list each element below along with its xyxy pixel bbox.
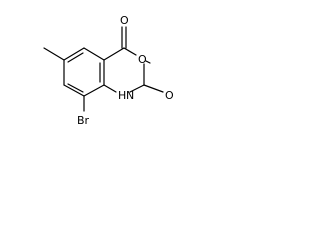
bond-c5-c6 bbox=[63, 47, 85, 61]
structure-diagram: O O O H N Br bbox=[43, 14, 174, 127]
atom-nitrogen: N bbox=[126, 89, 134, 102]
bond-c7-c8-inner bbox=[67, 83, 84, 93]
bond-c5-c6-inner bbox=[67, 52, 84, 63]
atom-oxygen-hydroxyl: O bbox=[165, 89, 174, 102]
bond-c7-c8 bbox=[63, 84, 85, 97]
bond-c4a-c4 bbox=[103, 47, 125, 61]
atom-labels: O O O H N Br bbox=[77, 14, 174, 127]
bond-c2-n1 bbox=[129, 84, 145, 93]
bond-c2-o-exo bbox=[143, 84, 164, 93]
bond-c4a-c5 bbox=[83, 47, 105, 61]
atom-oxygen-carbonyl: O bbox=[120, 14, 129, 27]
bond-n1-c8a bbox=[103, 84, 117, 93]
atom-bromine: Br bbox=[77, 114, 90, 127]
atom-oxygen-ring: O bbox=[138, 53, 147, 66]
bond-methyl bbox=[43, 47, 65, 61]
bond-o3-c2 bbox=[145, 60, 151, 64]
bond-c8-c8a bbox=[83, 84, 105, 97]
atom-hydrogen-nh: H bbox=[118, 89, 126, 102]
bond-c4-o3 bbox=[123, 47, 137, 56]
bond-lines bbox=[43, 26, 164, 112]
